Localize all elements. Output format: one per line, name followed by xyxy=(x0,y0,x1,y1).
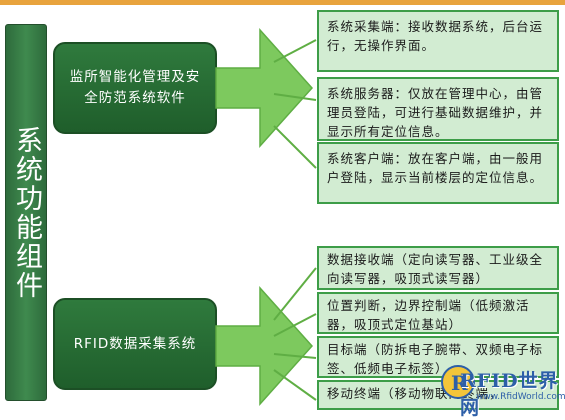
rfid-item-target-text: 目标端（防拆电子腕带、双频电子标签、低频电子标签） xyxy=(327,342,544,376)
svg-text:R: R xyxy=(451,371,468,395)
category-software: 监所智能化管理及安全防范系统软件 xyxy=(53,42,217,134)
software-item-collector: 系统采集端：接收数据系统，后台运行，无操作界面。 xyxy=(317,10,559,72)
system-components-title: 系统功能组件 xyxy=(5,24,47,401)
rfid-item-boundary-text: 位置判断，边界控制端（低频激活器，吸顶式定位基站） xyxy=(327,298,530,332)
rfid-item-mobile: 移动终端（移动物联网终端， xyxy=(317,380,559,410)
software-item-collector-text: 系统采集端：接收数据系统，后台运行，无操作界面。 xyxy=(327,19,544,53)
rfid-arrow xyxy=(215,286,314,406)
rfid-connectors xyxy=(273,267,317,401)
rfidworld-logo-icon: R xyxy=(441,365,475,399)
rfid-item-boundary: 位置判断，边界控制端（低频激活器，吸顶式定位基站） xyxy=(317,292,559,334)
category-rfid: RFID数据采集系统 xyxy=(53,298,217,390)
software-connectors xyxy=(273,39,317,169)
rfid-item-receiver-text: 数据接收端（定向读写器、工业级全向读写器，吸顶式读写器） xyxy=(327,252,544,286)
category-software-label: 监所智能化管理及安全防范系统软件 xyxy=(69,69,201,106)
category-rfid-label: RFID数据采集系统 xyxy=(73,335,197,352)
top-rule xyxy=(0,0,565,5)
software-arrow xyxy=(215,28,314,148)
software-item-server: 系统服务器：仅放在管理中心，由管理员登陆，可进行基础数据维护，并显示所有定位信息… xyxy=(317,77,559,141)
rfid-item-target: 目标端（防拆电子腕带、双频电子标签、低频电子标签） xyxy=(317,336,559,378)
rfid-item-receiver: 数据接收端（定向读写器、工业级全向读写器，吸顶式读写器） xyxy=(317,246,559,290)
watermark-url: www.RfidWorld.com.cn xyxy=(476,392,565,402)
software-item-client-text: 系统客户端：放在客户端，由一般用户登陆，显示当前楼层的定位信息。 xyxy=(327,151,544,185)
software-item-server-text: 系统服务器：仅放在管理中心，由管理员登陆，可进行基础数据维护，并显示所有定位信息… xyxy=(327,86,544,139)
software-item-client: 系统客户端：放在客户端，由一般用户登陆，显示当前楼层的定位信息。 xyxy=(317,142,559,204)
